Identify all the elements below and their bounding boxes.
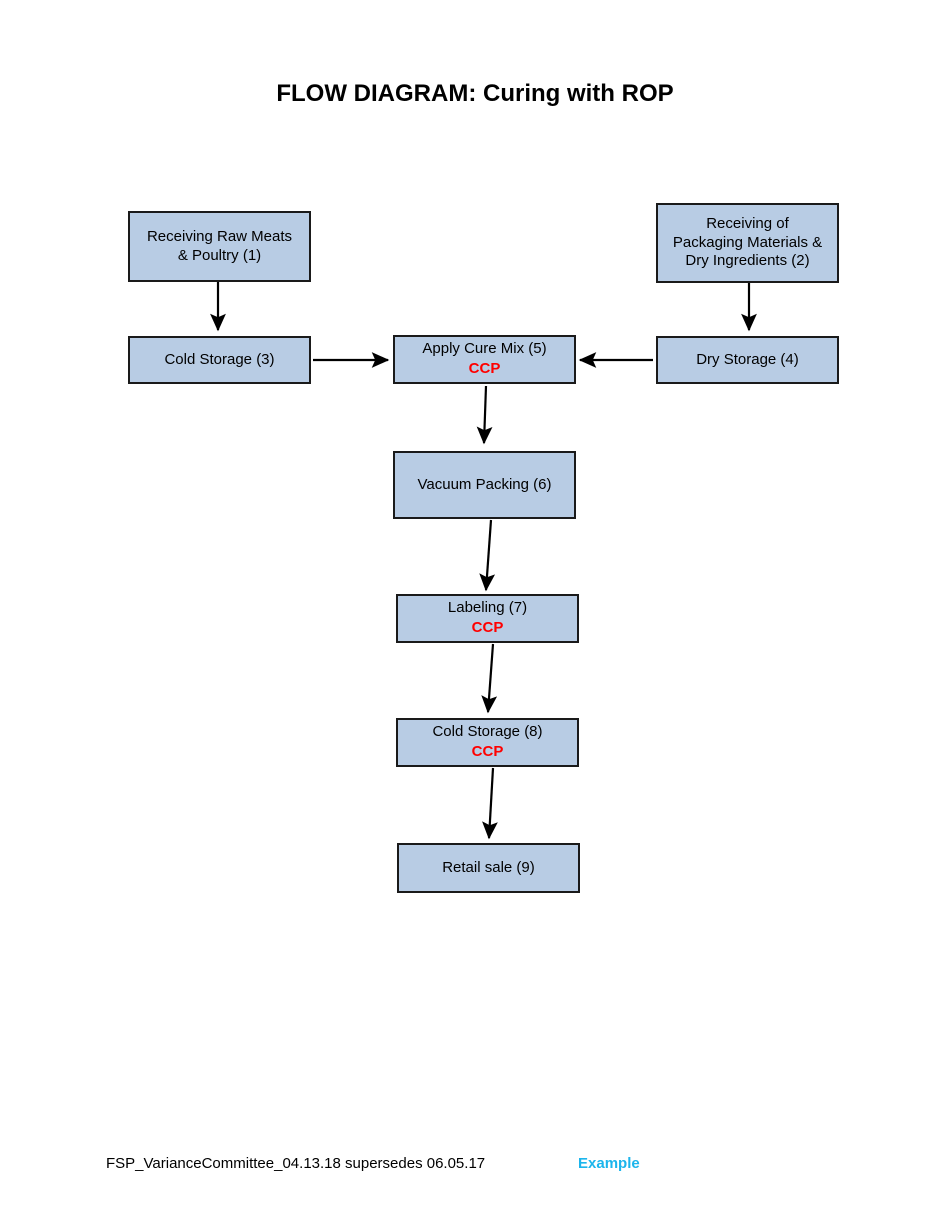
footer-revision-text: FSP_VarianceCommittee_04.13.18 supersede…	[106, 1155, 486, 1172]
connector-5-to-6	[476, 385, 493, 445]
process-node-dry-storage-4[interactable]: Dry Storage (4)	[656, 336, 839, 384]
footer-example-label: Example	[578, 1155, 640, 1172]
process-node-vacuum-packing-6[interactable]: Vacuum Packing (6)	[393, 451, 576, 519]
node-label: Vacuum Packing (6)	[417, 475, 552, 493]
node-label: Apply Cure Mix (5)	[422, 340, 547, 358]
node-label: Labeling (7)	[447, 599, 528, 617]
process-node-retail-sale-9[interactable]: Retail sale (9)	[397, 843, 580, 893]
connector-7-to-8	[481, 643, 498, 714]
process-node-labeling-7[interactable]: Labeling (7) CCP	[396, 594, 579, 643]
connector-8-to-9	[482, 767, 498, 840]
process-node-cold-storage-3[interactable]: Cold Storage (3)	[128, 336, 311, 384]
node-label: Receiving Raw Meats & Poultry (1)	[146, 227, 293, 264]
node-label: Cold Storage (3)	[164, 350, 275, 368]
node-label: Retail sale (9)	[442, 858, 535, 876]
node-label: Receiving of Packaging Materials & Dry I…	[672, 214, 823, 270]
process-node-receiving-packaging-materials[interactable]: Receiving of Packaging Materials & Dry I…	[656, 203, 839, 283]
process-node-receiving-raw-meats[interactable]: Receiving Raw Meats & Poultry (1)	[128, 211, 311, 282]
process-node-cold-storage-8[interactable]: Cold Storage (8) CCP	[396, 718, 579, 767]
ccp-badge: CCP	[471, 619, 504, 636]
process-node-apply-cure-mix-5[interactable]: Apply Cure Mix (5) CCP	[393, 335, 576, 384]
ccp-badge: CCP	[468, 360, 501, 377]
node-label: Cold Storage (8)	[432, 723, 543, 741]
page-title: FLOW DIAGRAM: Curing with ROP	[276, 80, 674, 107]
node-label: Dry Storage (4)	[696, 350, 799, 368]
connector-6-to-7	[479, 519, 496, 592]
ccp-badge: CCP	[471, 743, 504, 760]
